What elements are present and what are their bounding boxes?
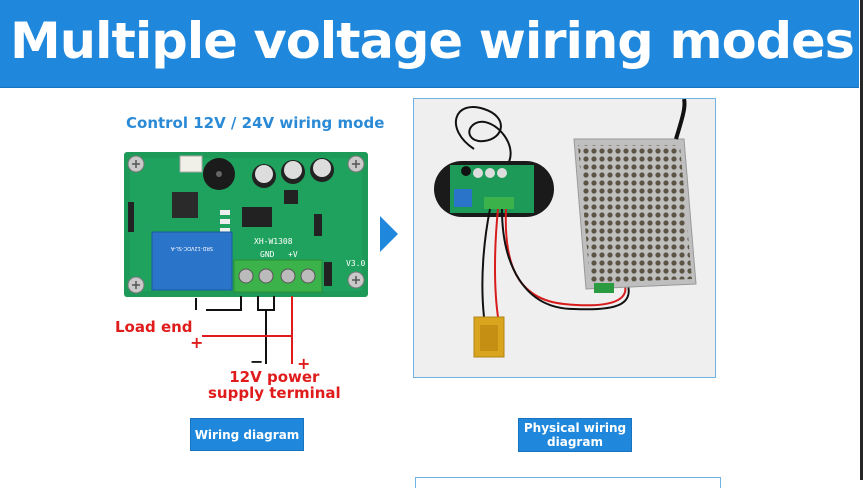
page-title: Multiple voltage wiring modes <box>10 12 855 70</box>
triangle-right-icon <box>380 216 398 252</box>
load-plus-sign: + <box>190 333 204 352</box>
relay-label: SRD-12VDC-SL-A <box>170 245 213 251</box>
psu-plus-sign: + <box>297 354 311 373</box>
gnd-label: GND <box>260 250 275 259</box>
vplus-label: +V <box>288 250 298 259</box>
header-banner: Multiple voltage wiring modes <box>0 0 859 88</box>
psu-label-line2: supply terminal <box>208 384 341 402</box>
next-section-frame <box>415 477 721 488</box>
pcb-board-image: SRD-12VDC-SL-A GND +V XH-W1308 V3.0 <box>124 152 368 297</box>
board-version-label: V3.0 <box>346 259 365 268</box>
psu-terminal-label: 12V power supply terminal <box>208 369 341 401</box>
wiring-diagram-button[interactable]: Wiring diagram <box>190 418 304 451</box>
window-edge <box>860 0 863 480</box>
load-end-label: Load end <box>115 318 193 336</box>
wiring-lines <box>195 296 293 364</box>
physical-button-line1: Physical wiring <box>523 421 627 435</box>
physical-wiring-photo <box>413 98 716 378</box>
board-model-label: XH-W1308 <box>254 237 293 246</box>
physical-wiring-diagram-button[interactable]: Physical wiring diagram <box>518 418 632 452</box>
psu-minus-sign: − <box>250 352 264 371</box>
physical-button-line2: diagram <box>547 435 603 449</box>
psu-label-line1: 12V power <box>229 368 320 386</box>
wiring-mode-subtitle: Control 12V / 24V wiring mode <box>126 114 385 132</box>
